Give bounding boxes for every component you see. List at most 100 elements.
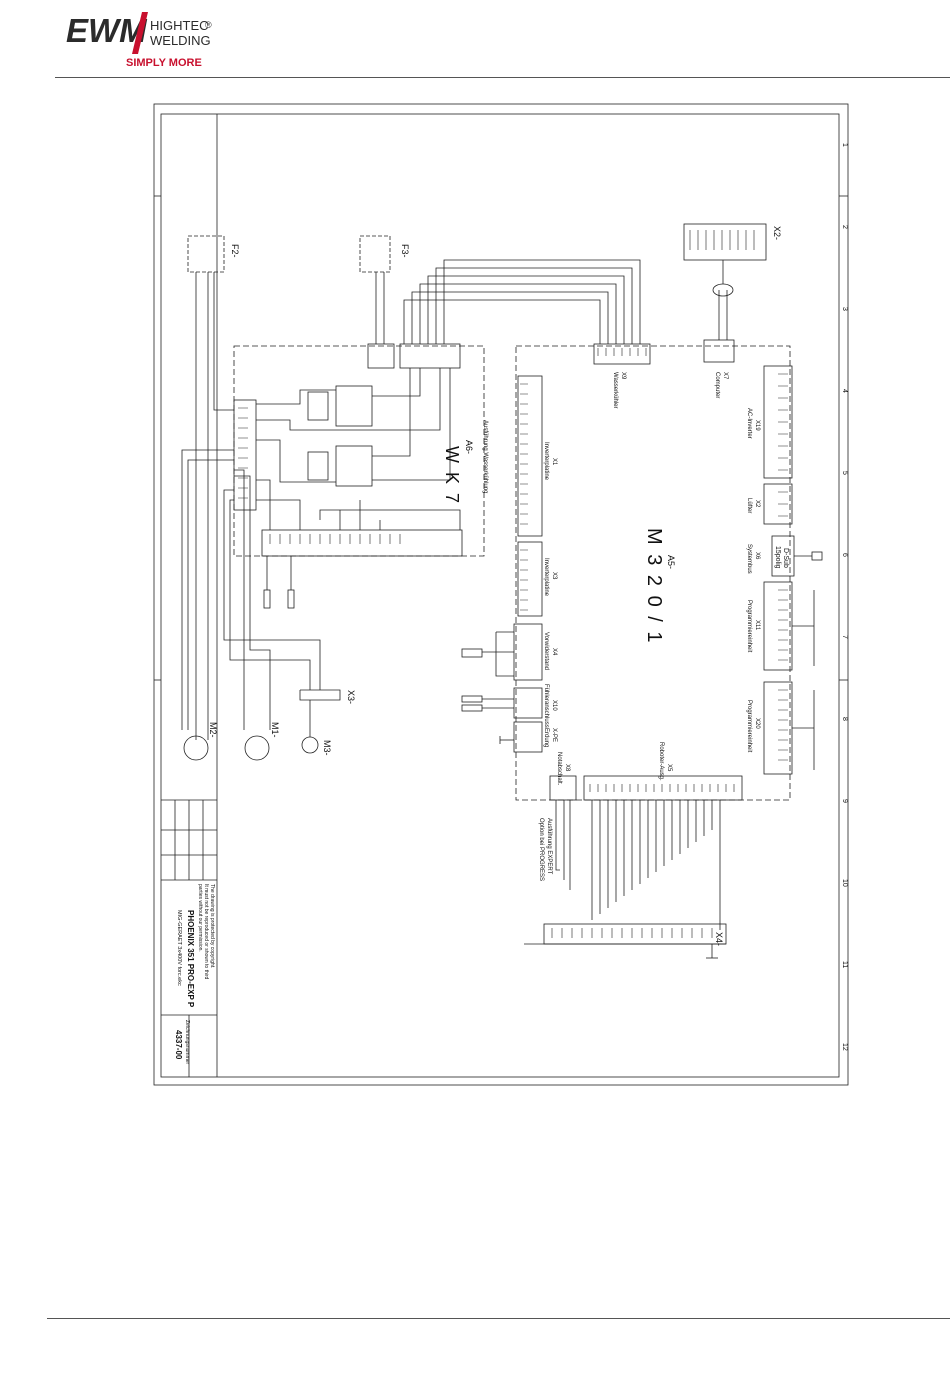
connector-x7-body: [703, 339, 735, 363]
logo-line1: HIGHTEC: [150, 18, 209, 33]
pin-marks: [238, 230, 788, 938]
col-2: 2: [841, 225, 848, 229]
m3-label: M3-: [322, 740, 332, 756]
x6-label: Systembus: [746, 544, 752, 574]
logo-ewm-text: EWM: [66, 12, 148, 49]
col-7: 7: [841, 635, 848, 639]
xpe-label: Erdung: [543, 728, 549, 747]
x11-id: X11: [754, 620, 760, 631]
ewm-logo: EWM HIGHTEC ® WELDING SIMPLY MORE: [62, 8, 232, 72]
connector-x8-body: [549, 775, 577, 801]
x8-id: X8: [564, 764, 570, 772]
connector-x2-ext-body: [683, 223, 767, 261]
motor-m3: [301, 736, 319, 754]
copyright-line-1: The drawing is protected by copyright.: [209, 884, 215, 969]
f3-label: F3-: [400, 244, 410, 258]
col-5: 5: [841, 471, 848, 475]
fuse-f2: [187, 235, 225, 273]
x9-label: Wasserkühler: [612, 372, 618, 408]
option-note-2: Option bei PROGRESS: [538, 818, 544, 881]
connector-x19-body: [763, 365, 793, 479]
fuse-f3: [359, 235, 391, 273]
x2-label: Lüfter: [746, 498, 752, 513]
relay-k2: [335, 445, 373, 487]
col-12: 12: [841, 1043, 848, 1051]
x5-label: Roboter-Ausg.: [658, 742, 664, 781]
connector-x10-body: [513, 687, 543, 719]
col-4: 4: [841, 389, 848, 393]
x19-label: AC-Inverter: [746, 408, 752, 439]
col-1: 1: [841, 143, 848, 147]
x6-id: X6: [754, 552, 760, 560]
copyright-line-2: It must not be reproduced or shown to th…: [203, 884, 209, 980]
connector-x2-body: [763, 483, 793, 525]
outer-frame: [153, 103, 849, 1086]
connector-x11-body: [763, 581, 793, 671]
logo-slash: [132, 12, 148, 54]
aux-board-id: A6-: [464, 440, 474, 454]
xpe-id: X-PE: [551, 728, 557, 742]
x10-id: X10: [551, 700, 557, 711]
relay-k1: [335, 385, 373, 427]
col-9: 9: [841, 799, 848, 803]
x19-id: X19: [754, 420, 760, 431]
x5-id: X5: [666, 764, 672, 772]
motor-m2: [183, 735, 209, 761]
ewm-logo-mark: EWM HIGHTEC ® WELDING SIMPLY MORE: [66, 12, 212, 69]
m2-label: M2-: [208, 722, 218, 738]
motor-m1: [244, 735, 270, 761]
col-3: 3: [841, 307, 848, 311]
copyright-line-3: parties without our permission.: [197, 884, 203, 952]
x10-label: Fühleranschluss: [543, 684, 549, 728]
dsub-label-2: 15polig: [774, 546, 781, 569]
connector-x9-body: [593, 343, 651, 365]
x4-id: X4: [551, 648, 557, 656]
x2-ext-label: X2-: [772, 226, 782, 240]
aux-board-note: Ausführung Wasserkühlung: [482, 420, 488, 494]
product-title: PHOENIX 351 PRO-EXP P: [186, 910, 195, 1008]
product-subtitle: MIG-GERAET 3x400V forc.ekc: [176, 910, 182, 986]
aux-board-name: W K 7: [442, 446, 462, 505]
x4-ext-label: X4-: [714, 932, 724, 946]
dsub-label-1: D-Sub: [782, 548, 789, 568]
header-divider: [55, 77, 950, 78]
main-board-id: A5-: [666, 555, 676, 569]
x20-label: Programmiereinheit: [746, 700, 752, 753]
x1-label: Inverterplatine: [543, 442, 549, 481]
aux-connector-x4-body: [399, 343, 461, 369]
col-11: 11: [841, 961, 848, 968]
x20-id: X20: [754, 718, 760, 729]
m1-label: M1-: [270, 722, 280, 738]
aux-connector-x5-body: [367, 343, 395, 369]
drawing-label: Zeichnungsnummer: [184, 1020, 190, 1065]
aux-connector-x1-body: [261, 529, 463, 557]
col-8: 8: [841, 717, 848, 721]
drawing-number: 4337-00: [174, 1030, 183, 1060]
x8-label: Notabschalt.: [556, 752, 562, 786]
footer-divider: [47, 1318, 950, 1319]
x7-label: Computer: [714, 372, 720, 398]
connector-x4-ext-body: [543, 923, 727, 945]
aux-connector-x3-body: [233, 399, 257, 511]
logo-slogan: SIMPLY MORE: [126, 57, 202, 69]
col-6: 6: [841, 553, 848, 557]
option-note-1: Ausführung EXPERT: [546, 818, 552, 875]
x2-id: X2: [754, 500, 760, 508]
logo-registered: ®: [205, 20, 212, 30]
connector-x3-body: [517, 541, 543, 617]
main-board-name: M 3 2 0 / 1: [643, 528, 665, 645]
col-10: 10: [841, 879, 848, 887]
x11-label: Programmiereinheit: [746, 600, 752, 653]
connector-x4-body: [513, 623, 543, 681]
x3-id: X3: [551, 572, 557, 580]
x3-ext-label: X3-: [346, 690, 356, 704]
inner-frame: [160, 113, 840, 1078]
f2-label: F2-: [230, 244, 240, 258]
x7-id: X7: [722, 372, 728, 380]
x3-label: Inverterplatine: [543, 558, 549, 597]
connector-x5-body: [583, 775, 743, 801]
title-block-grid: [161, 799, 217, 1077]
x9-id: X9: [620, 372, 626, 380]
x4-label: Vorwiderstand: [543, 632, 549, 670]
